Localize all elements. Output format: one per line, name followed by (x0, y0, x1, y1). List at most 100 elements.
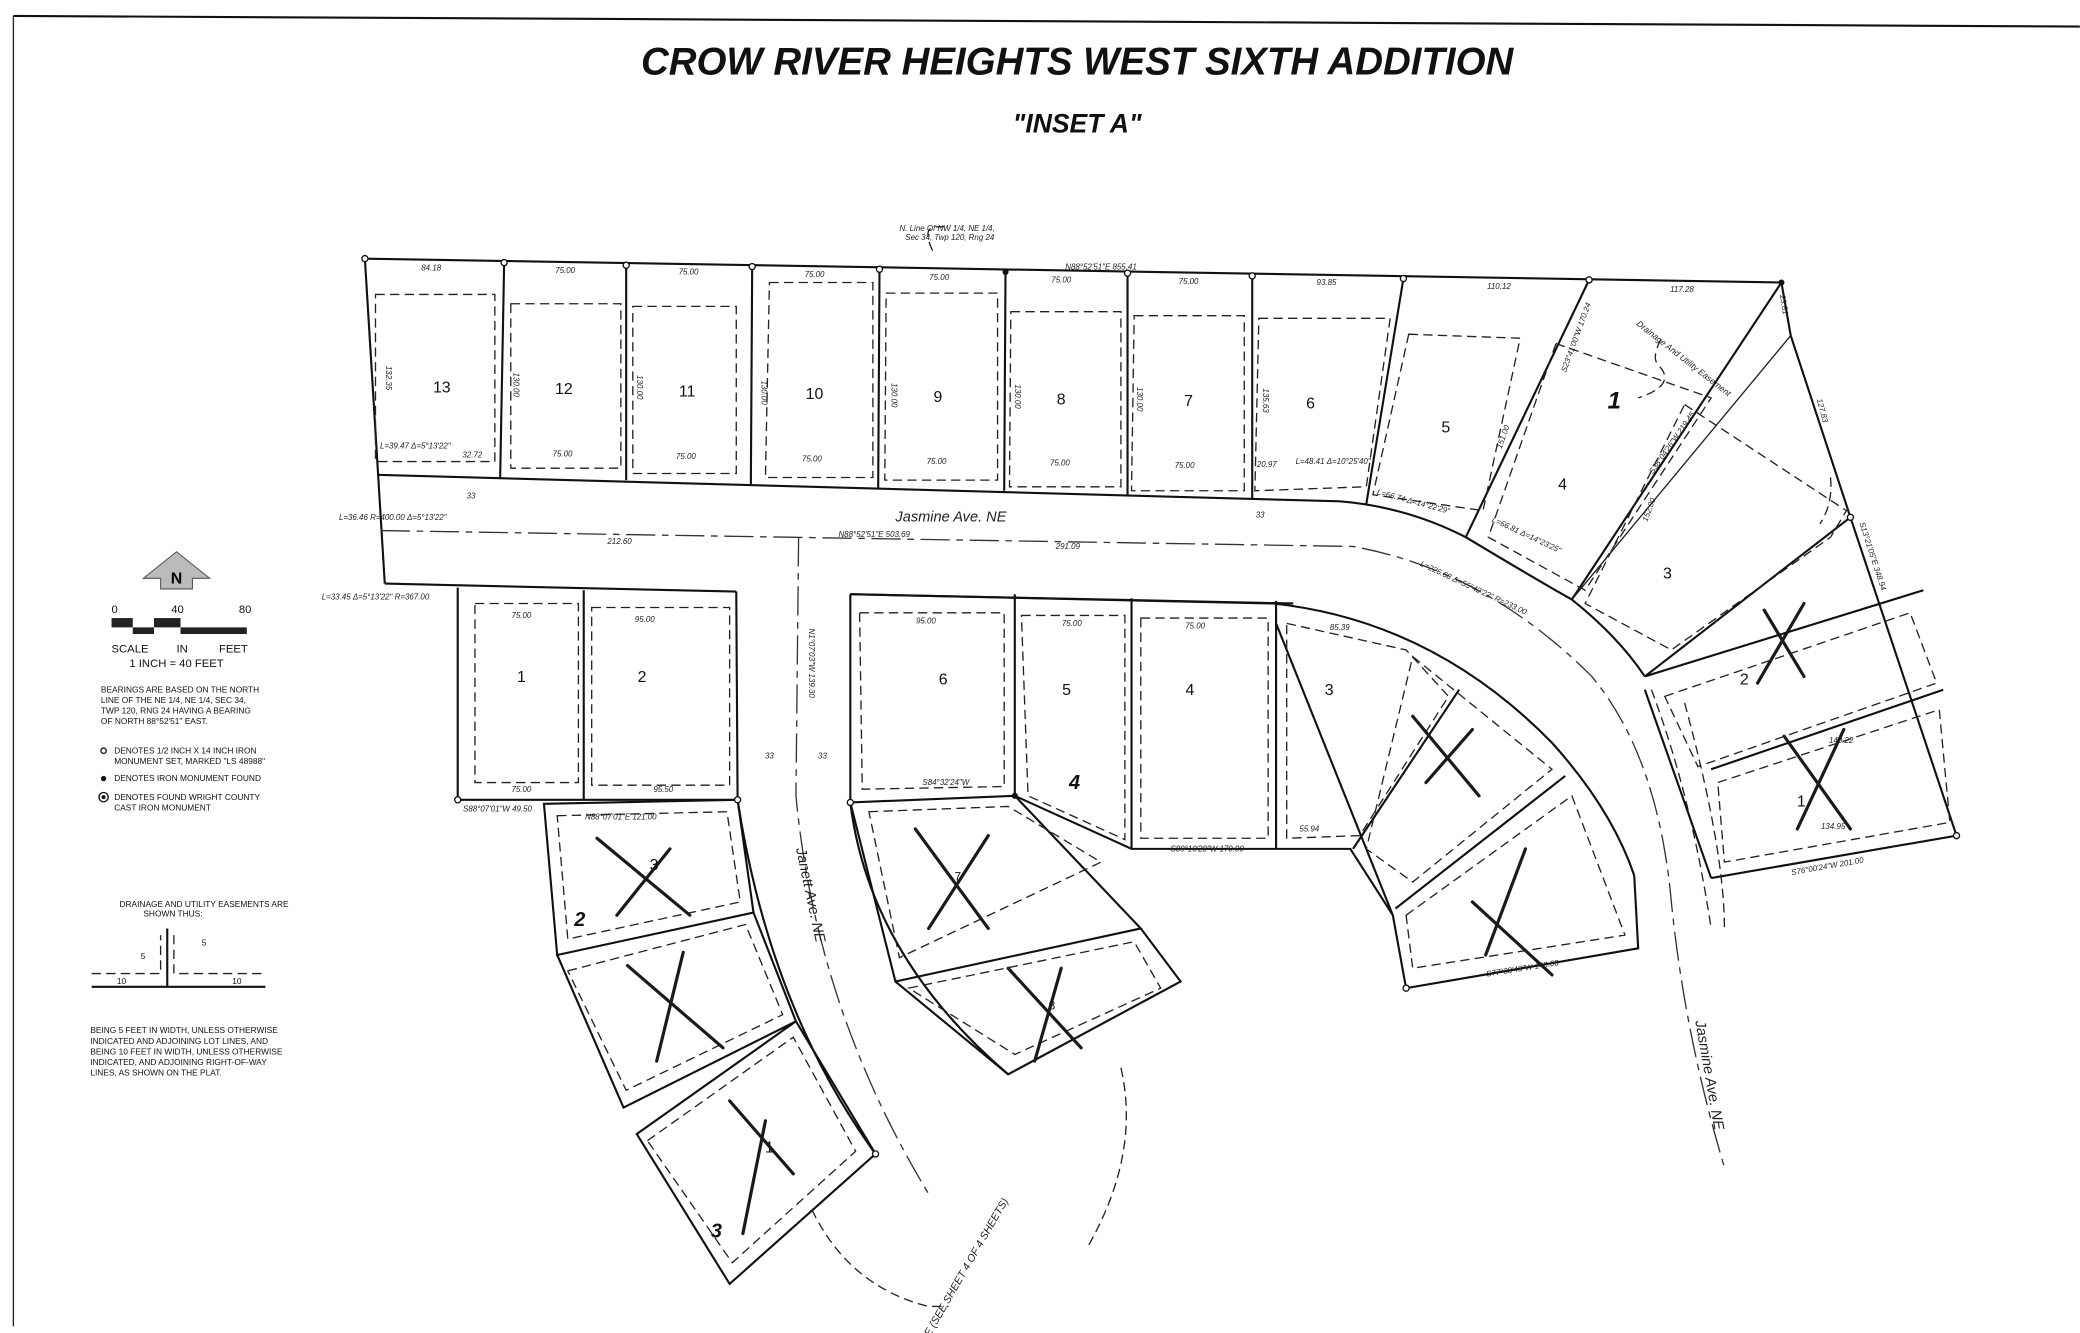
monuments (361, 254, 1961, 1158)
scale-bar: 0 40 80 SCALE IN FEET 1 INCH = 40 FEET (111, 604, 252, 670)
dim-label: 130.00 (889, 383, 898, 408)
dim-label: N88°52'51"E 503.69 (838, 530, 910, 539)
lot-number: 3 (650, 857, 659, 874)
dim-label: S38°04'26"W 219.45 (1647, 410, 1697, 476)
note-line: BEARINGS ARE BASED ON THE NORTH (101, 684, 259, 694)
lot-number: 7 (1184, 393, 1193, 410)
monument-set (1402, 984, 1410, 992)
dim-label: 75.00 (1050, 459, 1070, 468)
dim-label: 75.00 (1051, 276, 1071, 285)
bearing-note: BEARINGS ARE BASED ON THE NORTH LINE OF … (101, 684, 259, 726)
callout-text: N. Line Of NW 1/4, NE 1/4, (900, 224, 995, 233)
lot-number: 4 (1185, 682, 1194, 699)
north-label: N (171, 571, 182, 588)
monument-set (1952, 831, 1961, 840)
lot-lines (499, 262, 1852, 678)
note-line: CAST IRON MONUMENT (114, 802, 211, 812)
dim-label: N1°07'03"W 139.30 (807, 629, 816, 699)
dim-label: S89°10'28"W 170.00 (1170, 845, 1244, 854)
dim-label: 130.00 (635, 375, 644, 400)
note-line: TWP 120, RNG 24 HAVING A BEARING (101, 706, 251, 716)
dim-label: L=33.45 Δ=5°13'22" R=367.00 (322, 593, 430, 602)
block-number: 3 (711, 1221, 722, 1243)
monument-set (361, 254, 369, 263)
monument-legend: DENOTES 1/2 INCH X 14 INCH IRON MONUMENT… (98, 745, 265, 812)
dim-label: 95.50 (653, 785, 673, 794)
open-circle-icon (100, 747, 107, 755)
scale-seg (132, 627, 154, 635)
dim-label: 33 (765, 752, 774, 761)
monument-found (1778, 279, 1785, 286)
dim-label: 110.12 (1487, 282, 1511, 291)
top-lots (363, 257, 1958, 880)
lot-number: 2 (638, 669, 647, 686)
lot-number: 2 (1740, 671, 1749, 688)
curved-lot-setbacks (556, 811, 857, 1264)
north-arrow: N (141, 551, 212, 590)
lot-number: 1 (517, 669, 526, 686)
note-line: INDICATED AND ADJOINING LOT LINES, AND (90, 1036, 268, 1046)
lot-number: 12 (555, 381, 573, 398)
match-line-label: MATCH LINE (SEE SHEET 4 OF 4 SHEETS) (894, 1196, 1011, 1333)
dim-label: 55.94 (1299, 825, 1319, 834)
dim-label: L=39.47 Δ=5°13'22" (380, 441, 452, 450)
dim-label: 75.00 (679, 268, 699, 277)
block-number: 2 (573, 909, 585, 931)
monument-set (875, 265, 884, 273)
match-line-leader-2 (1087, 1067, 1127, 1248)
lot-number: 13 (433, 380, 451, 397)
plat-title: CROW RIVER HEIGHTS WEST SIXTH ADDITION (641, 40, 1515, 83)
callout-text: Sec 34, Twp 120, Rng 24 (905, 233, 995, 242)
dim-label: N88°52'51"E 855.41 (1065, 262, 1137, 271)
inset-label: "INSET A" (1013, 109, 1142, 139)
lot-number: 5 (1441, 419, 1450, 436)
dim-label: N88°07'01"E 121.00 (585, 813, 657, 822)
note-line: DENOTES 1/2 INCH X 14 INCH IRON (114, 745, 256, 755)
monument-set (454, 796, 462, 804)
monument-set (1399, 274, 1408, 283)
dim-label: L=66.74 Δ=14°22'29" (1376, 488, 1452, 516)
dim-label: 132.35 (384, 366, 393, 391)
scale-tick-80: 80 (239, 604, 252, 616)
dim-label: L=48.41 Δ=10°25'40" (1296, 457, 1372, 466)
east-setbacks (1663, 611, 1951, 863)
filled-circle-icon (100, 775, 107, 782)
east-lot-lines (1643, 589, 1944, 879)
monument-set (622, 261, 630, 269)
monument-set (846, 798, 855, 807)
plat-outer-boundary (364, 257, 1958, 880)
block2-setbacks (474, 602, 731, 786)
monument-found (1011, 792, 1018, 799)
janett-edges (735, 591, 1009, 1155)
road-label-jasmine: Jasmine Ave. NE (894, 509, 1006, 525)
monument-set (748, 262, 756, 271)
note-line: BEING 5 FEET IN WIDTH, UNLESS OTHERWISE (90, 1025, 278, 1035)
jasmine-south-extension (1650, 689, 1726, 929)
lot-number: 6 (1306, 396, 1315, 413)
road-label-jasmine-south: Jasmine Ave. NE (1691, 1018, 1726, 1131)
dim-label: 33 (1256, 510, 1265, 519)
note-line: BEING 10 FEET IN WIDTH, UNLESS OTHERWISE (90, 1046, 283, 1056)
dim-label: 95.00 (635, 615, 655, 624)
dim-label: 85.39 (1330, 623, 1350, 632)
dim-label: 140.22 (1829, 736, 1854, 745)
dim-label: 75.00 (927, 457, 947, 466)
scale-ratio: 1 INCH = 40 FEET (129, 658, 223, 670)
easement-label: Drainage And Utility Easement (1635, 318, 1734, 398)
lot-number: 10 (806, 386, 824, 403)
easement-dim: 10 (117, 976, 127, 986)
dim-label: S23°41'00"W 170.24 (1559, 301, 1593, 373)
block2-3-curved-lots (542, 798, 877, 1286)
scale-feet: FEET (219, 644, 248, 656)
easement-diagram-dashes (91, 935, 266, 975)
easement-legend: DRAINAGE AND UTILITY EASEMENTS ARE SHOWN… (90, 899, 289, 1077)
block4-lot-lines (849, 593, 1640, 1076)
lot-numbers: 13 12 11 10 9 8 7 6 5 4 3 2 1 1 2 3 1 6 … (433, 380, 1806, 1243)
block-number: 1 (1608, 388, 1621, 415)
lot-number: 4 (1558, 476, 1567, 493)
dim-label: 75.00 (511, 611, 531, 620)
dim-label: L=36.46 R=400.00 Δ=5°13'22" (339, 513, 448, 522)
scale-seg (111, 618, 133, 628)
monument-set (733, 796, 742, 804)
note-line: LINE OF THE NE 1/4, NE 1/4, SEC 34, (101, 695, 246, 705)
